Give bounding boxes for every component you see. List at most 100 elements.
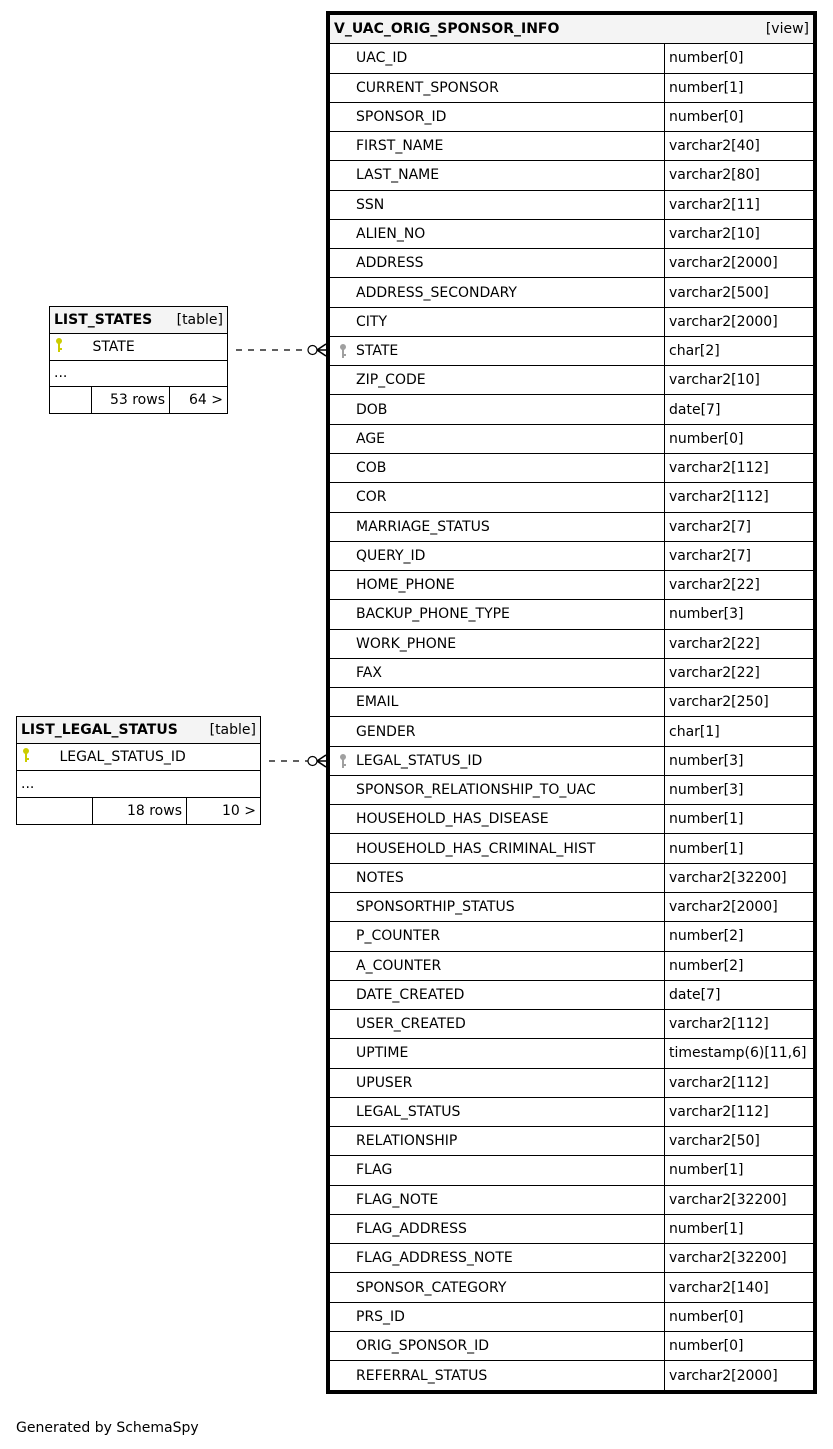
column-name: FLAG_ADDRESS_NOTE: [329, 1243, 665, 1274]
column-name-text: WORK_PHONE: [356, 635, 457, 652]
list-legal-status-stats-blank: [16, 797, 93, 825]
column-name: REFERRAL_STATUS: [329, 1360, 665, 1391]
list-states-pk-column: STATE: [92, 338, 135, 355]
column-type: varchar2[2000]: [664, 306, 814, 337]
column-name: LEGAL_STATUS: [329, 1096, 665, 1128]
view-kind: [view]: [765, 21, 809, 38]
legal-status-relationship: [269, 754, 327, 768]
column-name: GENDER: [329, 716, 665, 747]
list-states-pk-row: STATE: [49, 332, 228, 361]
column-name-text: SSN: [356, 196, 385, 213]
column-name: ALIEN_NO: [329, 218, 665, 250]
list-states-stats-blank: [49, 386, 92, 414]
column-name: AGE: [329, 423, 665, 454]
list-legal-status-ellipsis-row: ...: [16, 770, 261, 798]
list-states-row-count: 53 rows: [91, 386, 170, 414]
foreign-key-icon: [338, 343, 348, 363]
column-type: number[0]: [664, 101, 814, 133]
column-type: number[1]: [664, 1155, 814, 1186]
column-type: number[2]: [664, 921, 814, 952]
column-name: QUERY_ID: [329, 540, 665, 572]
column-name-text: UPTIME: [356, 1045, 409, 1062]
column-name: SPONSORTHIP_STATUS: [329, 891, 665, 923]
column-name-text: ADDRESS_SECONDARY: [356, 284, 517, 301]
primary-key-icon: [54, 337, 68, 357]
column-name-text: CITY: [356, 313, 388, 330]
view-column-row: CITY varchar2[2000]: [329, 306, 814, 337]
column-name-text: MARRIAGE_STATUS: [356, 518, 490, 535]
table-list-legal-status[interactable]: LIST_LEGAL_STATUS [table] LEGAL_STATUS_I…: [16, 716, 261, 825]
column-name-text: COB: [356, 460, 387, 477]
column-name: PRS_ID: [329, 1301, 665, 1332]
column-type: number[1]: [664, 833, 814, 864]
column-name-text: STATE: [356, 343, 399, 360]
view-header: V_UAC_ORIG_SPONSOR_INFO [view]: [329, 13, 814, 45]
list-states-ellipsis: ...: [49, 359, 228, 388]
column-type: varchar2[140]: [664, 1272, 814, 1303]
list-legal-status-stats-row: 18 rows 10 >: [16, 797, 261, 825]
column-type: varchar2[250]: [664, 687, 814, 718]
column-type: varchar2[7]: [664, 511, 814, 542]
column-type: varchar2[2000]: [664, 891, 814, 923]
view-column-row: ADDRESS_SECONDARY varchar2[500]: [329, 277, 814, 308]
column-name-text: HOUSEHOLD_HAS_DISEASE: [356, 811, 549, 828]
column-name: NOTES: [329, 862, 665, 893]
column-type: varchar2[112]: [664, 1096, 814, 1128]
column-type: varchar2[2000]: [664, 248, 814, 279]
column-name-text: LEGAL_STATUS_ID: [356, 752, 483, 769]
column-type: varchar2[112]: [664, 482, 814, 513]
table-list-states[interactable]: LIST_STATES [table] STATE ... 53 rows 64…: [49, 306, 228, 414]
column-name: FLAG_NOTE: [329, 1184, 665, 1215]
column-name: HOUSEHOLD_HAS_CRIMINAL_HIST: [329, 833, 665, 864]
column-name-text: FAX: [356, 664, 382, 681]
column-type: number[3]: [664, 745, 814, 776]
view-column-row: MARRIAGE_STATUS varchar2[7]: [329, 511, 814, 542]
column-name-text: ALIEN_NO: [356, 225, 426, 242]
column-name: ADDRESS_SECONDARY: [329, 277, 665, 308]
column-type: varchar2[10]: [664, 365, 814, 396]
column-type: varchar2[500]: [664, 277, 814, 308]
column-name: SPONSOR_RELATIONSHIP_TO_UAC: [329, 774, 665, 806]
column-name-text: RELATIONSHIP: [356, 1133, 458, 1150]
column-type: number[1]: [664, 804, 814, 835]
column-name-text: BACKUP_PHONE_TYPE: [356, 606, 510, 623]
column-name-text: FLAG_ADDRESS: [356, 1221, 467, 1238]
column-type: varchar2[22]: [664, 570, 814, 601]
column-name: ZIP_CODE: [329, 365, 665, 396]
column-name-text: ORIG_SPONSOR_ID: [356, 1338, 490, 1355]
list-legal-status-pk-column: LEGAL_STATUS_ID: [59, 749, 186, 765]
list-legal-status-pk-row: LEGAL_STATUS_ID: [16, 743, 261, 771]
column-name-text: DOB: [356, 401, 388, 418]
column-name: SSN: [329, 189, 665, 220]
column-name-text: FIRST_NAME: [356, 138, 444, 155]
column-name: A_COUNTER: [329, 950, 665, 981]
column-name-text: FLAG: [356, 1162, 393, 1179]
column-name-text: NOTES: [356, 869, 404, 886]
view-name: V_UAC_ORIG_SPONSOR_INFO: [334, 21, 560, 38]
list-states-children-link[interactable]: 64 >: [169, 386, 228, 414]
column-name-text: CURRENT_SPONSOR: [356, 79, 499, 96]
view-column-row: FLAG number[1]: [329, 1155, 814, 1186]
column-name-text: AGE: [356, 430, 386, 447]
list-legal-status-children-link[interactable]: 10 >: [186, 797, 261, 825]
